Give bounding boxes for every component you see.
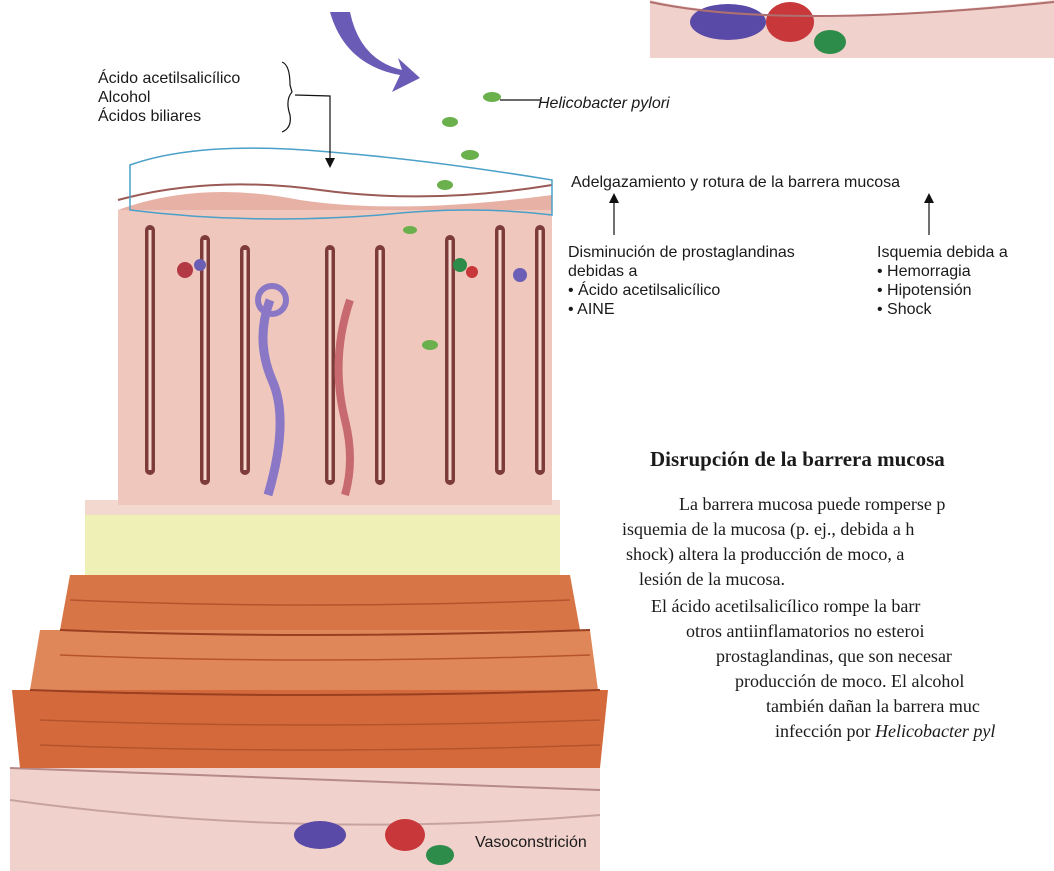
ischemia-heading: Isquemia debida a (877, 243, 1008, 262)
prostaglandins-heading-1: Disminución de prostaglandinas (568, 243, 795, 262)
ischemia-item-2: • Hipotensión (877, 281, 1008, 300)
vasoconstriction-label: Vasoconstrición (475, 833, 587, 852)
paragraph2-italic-tail: Helicobacter pyl (875, 721, 995, 741)
irritant-item-1: Ácido acetilsalicílico (98, 69, 240, 88)
paragraph2-line6-text: infección por (775, 721, 870, 741)
prostaglandins-item-2: • AINE (568, 300, 795, 319)
irritants-bracket (282, 62, 292, 132)
barrier-damage-label: Adelgazamiento y rotura de la barrera mu… (571, 173, 900, 192)
section-title: Disrupción de la barrera mucosa (650, 447, 945, 472)
irritants-list: Ácido acetilsalicílico Alcohol Ácidos bi… (98, 69, 240, 126)
irritant-item-2: Alcohol (98, 88, 240, 107)
paragraph2-line4: producción de moco. El alcohol (735, 669, 964, 694)
paragraph2-line1: El ácido acetilsalicílico rompe la barr (651, 594, 920, 619)
muscle-layers (12, 575, 608, 768)
paragraph2-line5: también dañan la barrera muc (766, 694, 980, 719)
paragraph1-line4: lesión de la mucosa. (639, 567, 785, 592)
paragraph2-line2: otros antiinflamatorios no esteroi (686, 619, 924, 644)
ischemia-list: Isquemia debida a • Hemorragia • Hipoten… (877, 243, 1008, 319)
submucosa-layer (85, 510, 560, 575)
paragraph2-line6: infección por Helicobacter pyl (775, 719, 995, 744)
ischemia-item-1: • Hemorragia (877, 262, 1008, 281)
paragraph1-line2: isquemia de la mucosa (p. ej., debida a … (622, 517, 914, 542)
curved-arrow-icon (330, 12, 420, 92)
paragraph2-line3: prostaglandinas, que son necesar (716, 644, 952, 669)
prostaglandins-heading-2: debidas a (568, 262, 795, 281)
prostaglandins-list: Disminución de prostaglandinas debidas a… (568, 243, 795, 319)
mucosa-block (118, 184, 552, 505)
prostaglandins-item-1: • Ácido acetilsalicílico (568, 281, 795, 300)
bottom-vessel-strip (10, 768, 600, 871)
bacteria-label: Helicobacter pylori (538, 94, 670, 113)
irritant-item-3: Ácidos biliares (98, 107, 240, 126)
top-vessel-panel (432, 0, 1054, 58)
paragraph1-line1: La barrera mucosa puede romperse p (679, 492, 945, 517)
paragraph1-line3: shock) altera la producción de moco, a (626, 542, 904, 567)
ischemia-item-3: • Shock (877, 300, 1008, 319)
